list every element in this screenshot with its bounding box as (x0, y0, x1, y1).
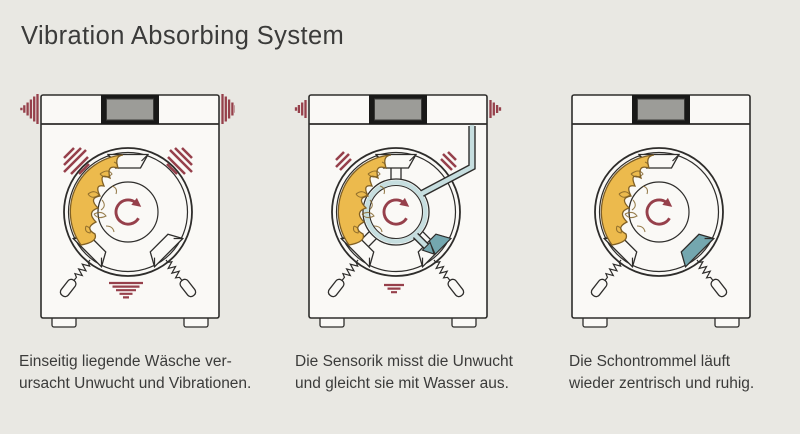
caption-line: wieder zentrisch und ruhig. (569, 374, 755, 392)
display-panel (631, 94, 691, 125)
caption-line: Die Sensorik misst die Unwucht (295, 353, 513, 370)
drum-hub-circle (628, 181, 690, 243)
drum-paddles (340, 153, 452, 268)
caption-step-3: Die Schontrommel läuft wieder zentrisch … (569, 351, 800, 394)
display-panel (100, 94, 160, 125)
drum-inner-ring (67, 151, 189, 273)
caption-step-2: Die Sensorik misst die Unwucht und gleic… (295, 351, 547, 394)
drum-outer-ring (331, 147, 461, 277)
water-pipe-icon (412, 125, 476, 255)
caption-line: und gleicht sie mit Wasser aus. (295, 374, 509, 392)
display-panel (368, 94, 428, 125)
water-counterweight-paddle (412, 228, 452, 268)
drum-inner-ring (598, 151, 720, 273)
washing-machine-3 (571, 94, 751, 328)
page-title: Vibration Absorbing System (21, 22, 345, 50)
caption-line: ursacht Unwucht und Vibrationen. (19, 374, 252, 392)
drum-hub-circle (97, 181, 159, 243)
washing-machine-2 (294, 94, 502, 328)
caption-step-1: Einseitig liegende Wäsche ver- ursacht U… (19, 351, 271, 394)
drum-outer-ring (63, 147, 193, 277)
water-counterweight-paddle (680, 233, 716, 269)
caption-line: Einseitig liegende Wäsche ver- (19, 353, 232, 370)
drum-inner-ring (335, 151, 457, 273)
drum-outer-ring (594, 147, 724, 277)
caption-line: Die Schontrommel läuft (569, 353, 731, 370)
washing-machine-1 (20, 92, 235, 328)
drum-paddles (603, 153, 716, 269)
